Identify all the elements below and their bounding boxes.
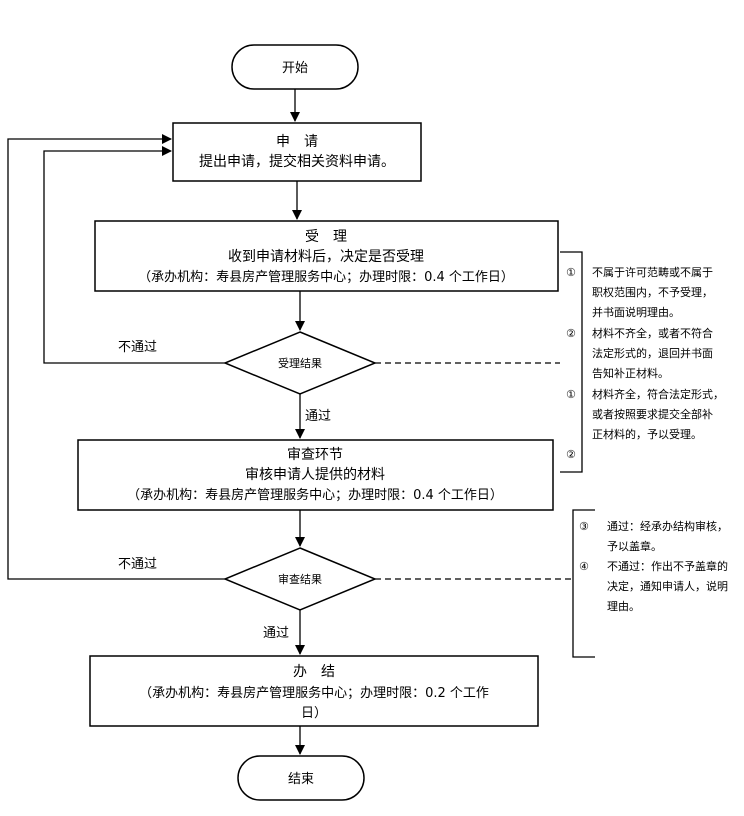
notes1-item-line: 职权范围内，不予受理， bbox=[592, 285, 713, 299]
notes2-item-line: 予以盖章。 bbox=[607, 539, 662, 553]
notes1-item-line: 正材料的，予以受理。 bbox=[592, 427, 702, 441]
notes2-item-line: 决定，通知申请人，说明 bbox=[607, 579, 728, 593]
apply-body: 提出申请，提交相关资料申请。 bbox=[199, 153, 395, 170]
accept-title: 受 理 bbox=[305, 229, 347, 245]
end-label: 结束 bbox=[288, 772, 314, 787]
notes1-item-line: 不属于许可范畴或不属于 bbox=[592, 265, 713, 279]
pass1-label: 通过 bbox=[305, 409, 331, 424]
decision1-label: 受理结果 bbox=[278, 357, 322, 370]
finish-node: 办 结 （承办机构：寿县房产管理服务中心；办理时限：0.2 个工作 日） bbox=[89, 655, 539, 727]
notes2-item-marker: ④ bbox=[579, 560, 589, 573]
decision1-node: 受理结果 bbox=[223, 331, 377, 395]
review-title: 审查环节 bbox=[287, 447, 343, 463]
notes1-item-marker: ② bbox=[566, 327, 576, 340]
accept-body: 收到申请材料后，决定是否受理 bbox=[228, 249, 424, 265]
notes2-item-line: 通过：经承办结构审核， bbox=[607, 519, 728, 533]
reject2-label: 不通过 bbox=[118, 557, 157, 572]
decision2-node: 审查结果 bbox=[223, 547, 377, 611]
notes2-item-line: 不通过：作出不予盖章的 bbox=[607, 559, 728, 573]
notes1-item-line: 并书面说明理由。 bbox=[592, 305, 680, 319]
review-node: 审查环节 审核申请人提供的材料 （承办机构：寿县房产管理服务中心；办理时限：0.… bbox=[77, 439, 554, 511]
notes1-item-line: 法定形式的，退回并书面 bbox=[592, 346, 713, 360]
notes1-item-line: 告知补正材料。 bbox=[592, 366, 669, 380]
notes2-item-marker: ③ bbox=[579, 520, 589, 533]
review-body: 审核申请人提供的材料 bbox=[245, 467, 385, 483]
reject1-label: 不通过 bbox=[118, 340, 157, 355]
apply-title: 申 请 bbox=[276, 134, 318, 150]
notes1-item-line: 或者按照要求提交全部补 bbox=[592, 407, 713, 421]
finish-org-line1: （承办机构：寿县房产管理服务中心；办理时限：0.2 个工作 bbox=[139, 685, 489, 701]
start-node: 开始 bbox=[231, 44, 359, 90]
apply-node: 申 请 提出申请，提交相关资料申请。 bbox=[172, 122, 422, 182]
notes2-items: ③ 通过：经承办结构审核， 予以盖章。 ④ 不通过：作出不予盖章的决定，通知申请人，说明… bbox=[579, 519, 728, 613]
notes1-item-marker: ① bbox=[566, 388, 576, 401]
review-org: （承办机构：寿县房产管理服务中心；办理时限：0.4 个工作日） bbox=[127, 487, 503, 503]
notes2-panel: ③ 通过：经承办结构审核， 予以盖章。 ④ 不通过：作出不予盖章的决定，通知申请人，说明… bbox=[572, 509, 728, 658]
notes1-item-line: 材料不齐全，或者不符合 bbox=[592, 326, 713, 340]
finish-title: 办 结 bbox=[293, 664, 335, 680]
notes1-item-marker: ② bbox=[566, 448, 576, 461]
notes2-item-line: 理由。 bbox=[607, 599, 640, 613]
notes1-item-line: 材料齐全，符合法定形式， bbox=[592, 387, 724, 401]
edge-decision2-reject bbox=[7, 134, 225, 580]
start-label: 开始 bbox=[282, 61, 308, 76]
finish-org-line2: 日） bbox=[301, 706, 327, 721]
end-node: 结束 bbox=[237, 755, 365, 801]
accept-org: （承办机构：寿县房产管理服务中心；办理时限：0.4 个工作日） bbox=[138, 269, 514, 285]
edge-decision1-reject bbox=[43, 146, 225, 364]
notes1-item-marker: ① bbox=[566, 266, 576, 279]
pass2-label: 通过 bbox=[263, 626, 289, 641]
notes2-bracket bbox=[572, 509, 595, 658]
notes1-bracket bbox=[560, 251, 583, 473]
accept-node: 受 理 收到申请材料后，决定是否受理 （承办机构：寿县房产管理服务中心；办理时限… bbox=[94, 220, 559, 292]
decision2-label: 审查结果 bbox=[278, 572, 322, 586]
